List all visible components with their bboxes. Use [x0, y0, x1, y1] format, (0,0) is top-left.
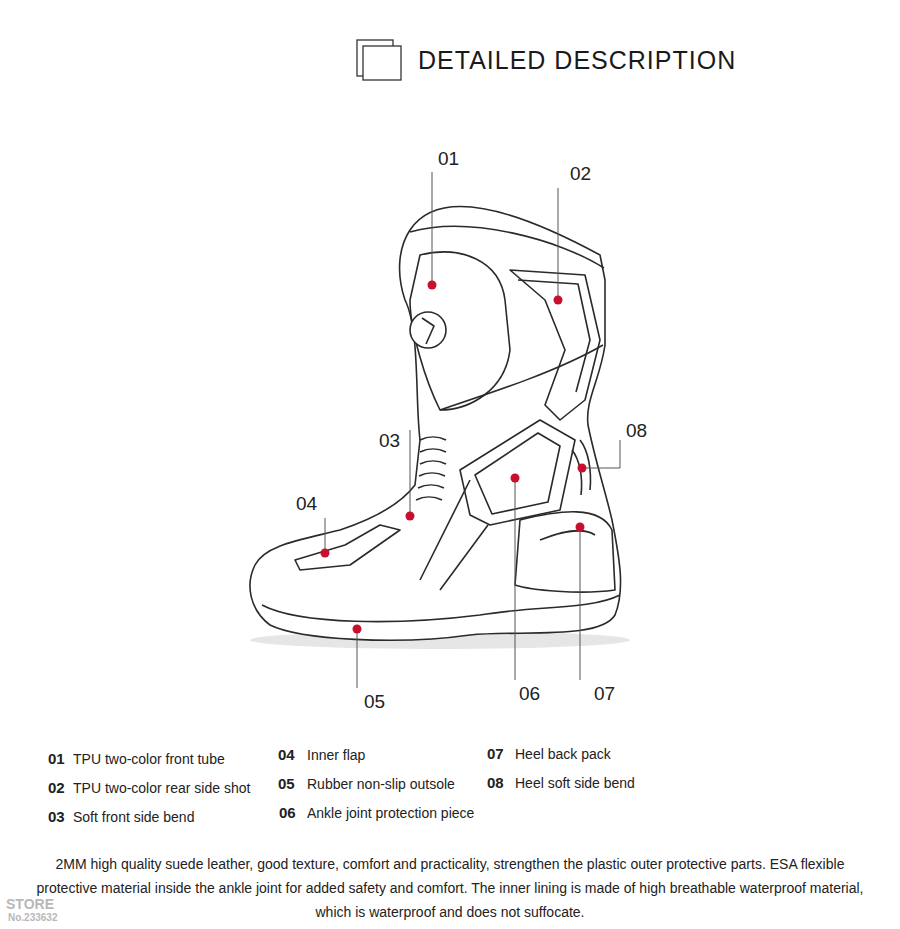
part-name: Heel back pack [515, 746, 611, 762]
part-name: TPU two-color rear side shot [73, 780, 250, 796]
watermark: No.233632 [8, 912, 57, 923]
leader-lines [325, 172, 620, 688]
callout-number: 07 [594, 683, 615, 705]
list-number: 06 [279, 804, 296, 821]
callout-number: 08 [626, 420, 647, 442]
callout-number: 04 [296, 493, 317, 515]
description-paragraph: 2MM high quality suede leather, good tex… [30, 852, 870, 924]
callout-number: 06 [519, 683, 540, 705]
callout-dots [321, 281, 587, 634]
part-name: Inner flap [307, 747, 365, 763]
title-icon [357, 40, 401, 80]
callout-number: 02 [570, 163, 591, 185]
part-name: Heel soft side bend [515, 775, 635, 791]
page-title: DETAILED DESCRIPTION [418, 46, 736, 75]
watermark: STORE [6, 896, 54, 912]
boot-drawing [250, 207, 621, 641]
list-number: 07 [487, 745, 504, 762]
callout-number: 05 [364, 691, 385, 713]
part-name: TPU two-color front tube [73, 751, 225, 767]
list-number: 04 [278, 746, 295, 763]
list-number: 02 [48, 779, 65, 796]
list-number: 01 [48, 750, 65, 767]
callout-number: 01 [438, 148, 459, 170]
part-name: Rubber non-slip outsole [307, 776, 455, 792]
list-number: 05 [278, 775, 295, 792]
part-name: Soft front side bend [73, 809, 194, 825]
list-number: 08 [487, 774, 504, 791]
callout-number: 03 [379, 430, 400, 452]
list-number: 03 [48, 808, 65, 825]
part-name: Ankle joint protection piece [307, 805, 474, 821]
